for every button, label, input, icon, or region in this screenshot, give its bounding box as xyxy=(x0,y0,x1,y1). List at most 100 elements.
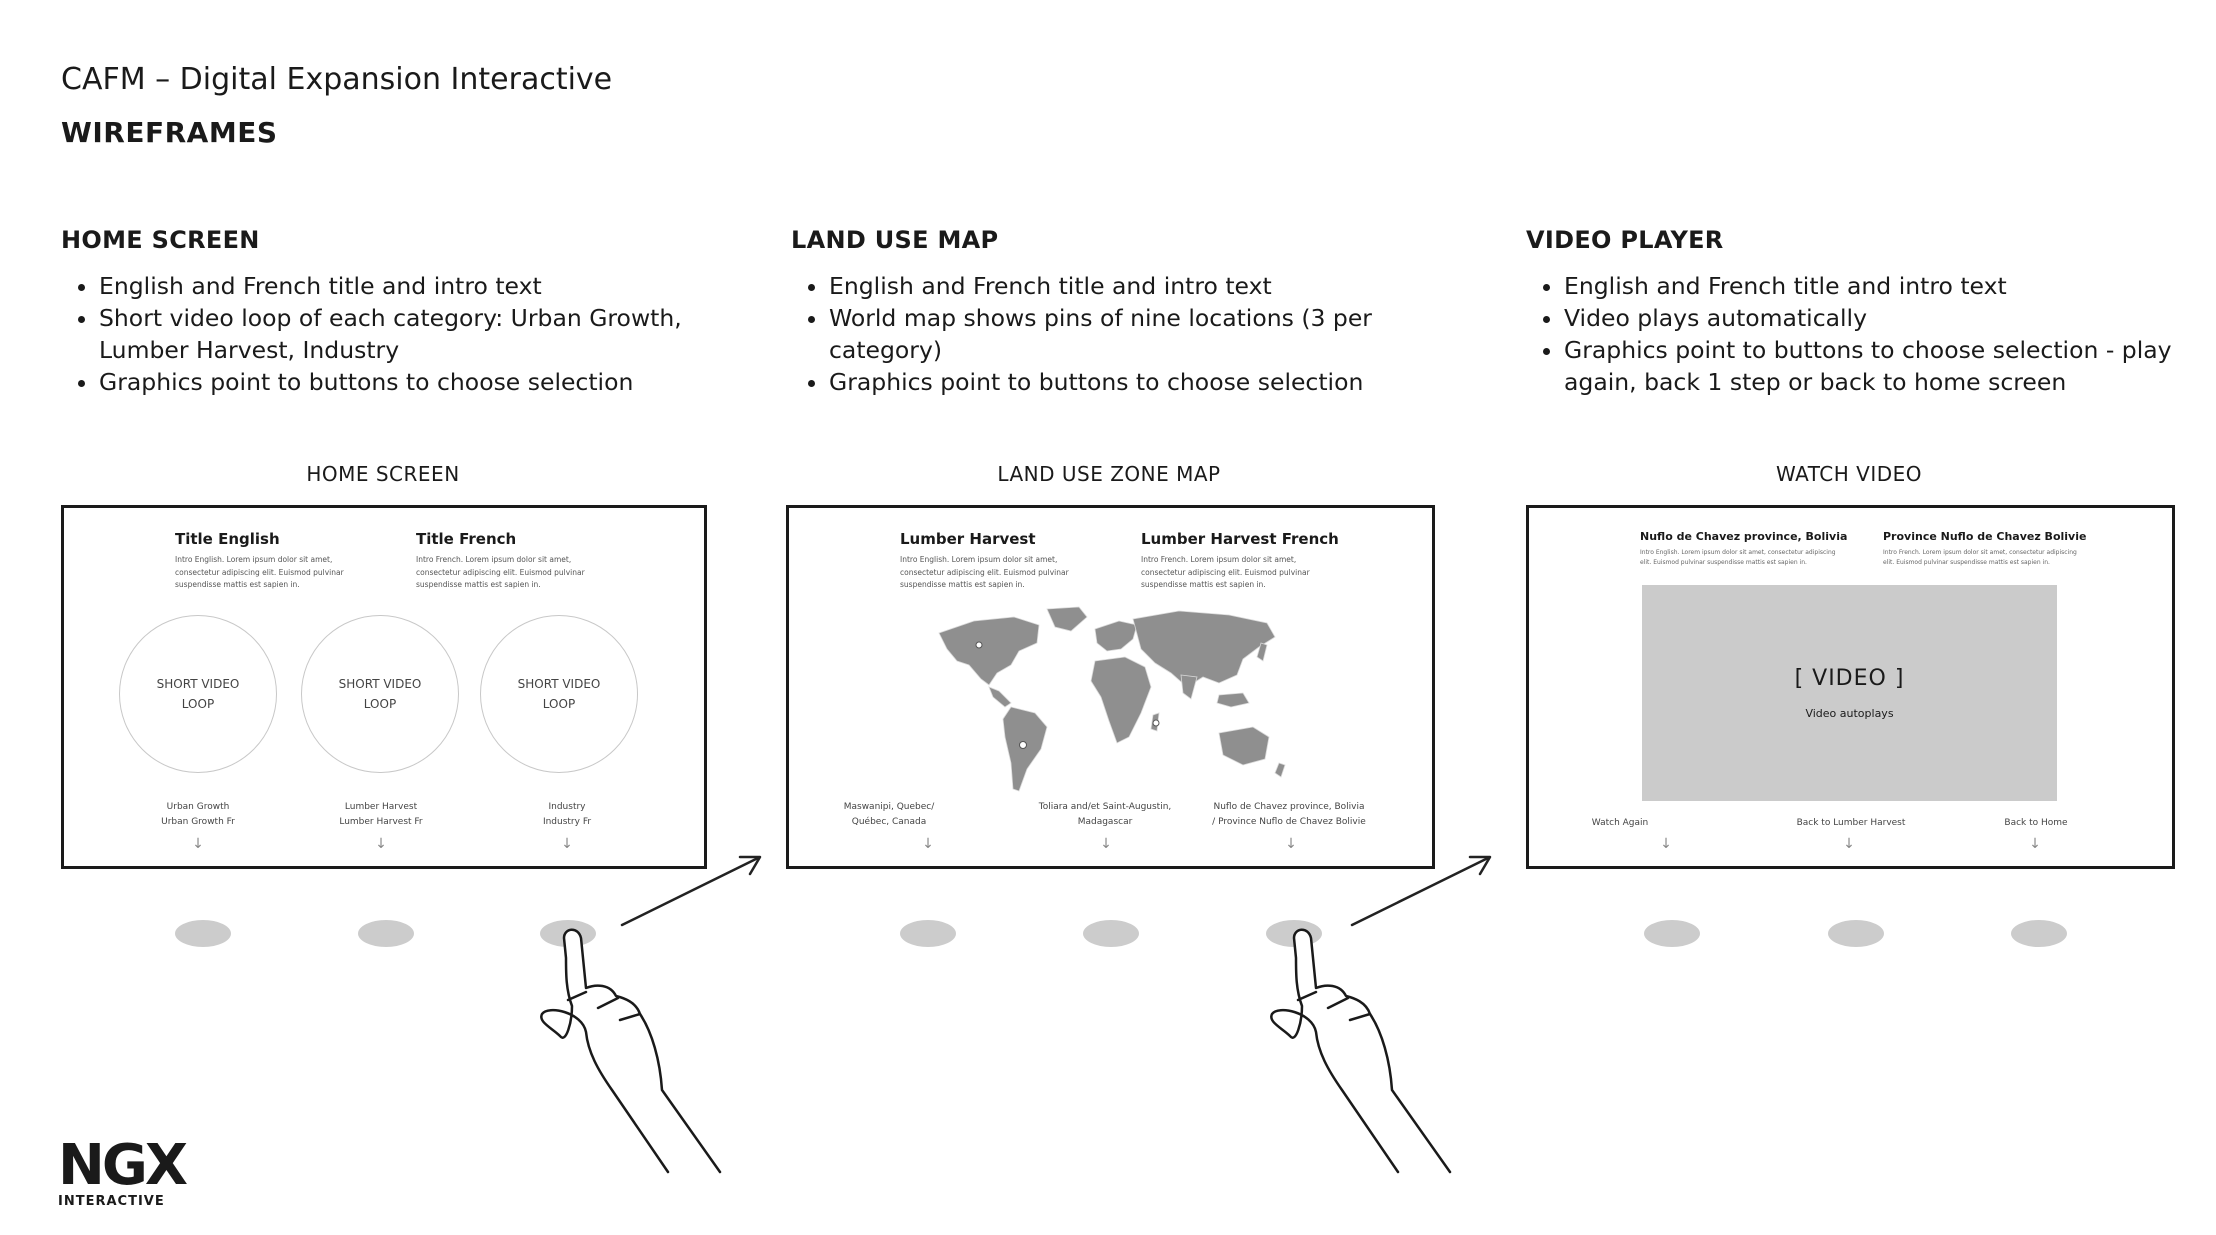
bullet-list: English and French title and intro text … xyxy=(61,270,741,398)
video-intro-english: Intro English. Lorem ipsum dolor sit ame… xyxy=(1640,549,1836,566)
video-player[interactable]: [ VIDEO ] Video autoplays xyxy=(1642,585,2057,801)
down-arrow-icon: ↓ xyxy=(375,836,387,852)
down-arrow-icon: ↓ xyxy=(561,836,573,852)
down-arrow-icon: ↓ xyxy=(1285,836,1297,852)
bullet-item: Graphics point to buttons to choose sele… xyxy=(1564,334,2174,398)
bullet-list: English and French title and intro text … xyxy=(1526,270,2206,398)
video-loop-lumber-harvest[interactable]: SHORT VIDEO LOOP xyxy=(301,615,459,773)
map-pin-icon xyxy=(1019,741,1027,749)
bullet-list: English and French title and intro text … xyxy=(791,270,1471,398)
video-button-caption-back-home: Back to Home xyxy=(2004,818,2068,828)
document-title: CAFM – Digital Expansion Interactive xyxy=(61,62,613,97)
arrowhead-icon xyxy=(738,855,762,876)
video-title-english: Nuflo de Chavez province, Bolivia xyxy=(1640,530,1848,543)
pointing-hand-icon xyxy=(1270,928,1452,1174)
caption-line: / Province Nuflo de Chavez Bolivie xyxy=(1212,817,1366,827)
world-map-icon xyxy=(938,606,1286,792)
logo-subtitle: INTERACTIVE xyxy=(58,1194,165,1209)
caption-line: Madagascar xyxy=(1077,817,1133,827)
caption-line: Maswanipi, Quebec/ xyxy=(843,802,935,812)
document-subtitle: WIREFRAMES xyxy=(61,116,278,149)
bullet-item: Graphics point to buttons to choose sele… xyxy=(829,366,1471,398)
caption-line: Industry Fr xyxy=(542,817,592,827)
map-title-english: Lumber Harvest xyxy=(900,530,1036,548)
bullet-item: English and French title and intro text xyxy=(99,270,741,302)
arrowhead-icon xyxy=(1468,855,1492,876)
down-arrow-icon: ↓ xyxy=(1660,836,1672,852)
caption-line: Nuflo de Chavez province, Bolivia xyxy=(1213,802,1365,812)
flow-arrow-icon xyxy=(1350,856,1490,927)
video-placeholder-subtitle: Video autoplays xyxy=(1805,707,1894,720)
column-heading: VIDEO PLAYER xyxy=(1526,226,1724,254)
column-land-use-map: LAND USE MAP English and French title an… xyxy=(791,226,1471,398)
screen-label-video: WATCH VIDEO xyxy=(1775,462,1923,486)
physical-button[interactable] xyxy=(175,920,231,947)
down-arrow-icon: ↓ xyxy=(192,836,204,852)
home-button-caption-industry: Industry Industry Fr xyxy=(467,800,667,830)
caption-line: Lumber Harvest Fr xyxy=(339,817,423,827)
bullet-item: English and French title and intro text xyxy=(829,270,1471,302)
map-intro-french: Intro French. Lorem ipsum dolor sit amet… xyxy=(1141,555,1310,589)
column-home-screen: HOME SCREEN English and French title and… xyxy=(61,226,741,398)
map-button-caption-madagascar: Toliara and/et Saint-Augustin, Madagasca… xyxy=(1005,800,1205,830)
column-heading: HOME SCREEN xyxy=(61,226,260,254)
video-loop-industry[interactable]: SHORT VIDEO LOOP xyxy=(480,615,638,773)
home-button-caption-lumber: Lumber Harvest Lumber Harvest Fr xyxy=(281,800,481,830)
down-arrow-icon: ↓ xyxy=(922,836,934,852)
physical-button[interactable] xyxy=(2011,920,2067,947)
map-pin-icon xyxy=(1152,719,1160,727)
physical-button[interactable] xyxy=(1828,920,1884,947)
video-screen-frame: Nuflo de Chavez province, Bolivia Provin… xyxy=(1526,505,2175,869)
screen-label-map: LAND USE ZONE MAP xyxy=(997,462,1221,486)
down-arrow-icon: ↓ xyxy=(2029,836,2041,852)
down-arrow-icon: ↓ xyxy=(1100,836,1112,852)
video-loop-urban-growth[interactable]: SHORT VIDEO LOOP xyxy=(119,615,277,773)
bullet-item: Short video loop of each category: Urban… xyxy=(99,302,699,366)
map-title-french: Lumber Harvest French xyxy=(1141,530,1339,548)
caption-line: Urban Growth Fr xyxy=(161,817,235,827)
loop-label: SHORT VIDEO xyxy=(517,677,601,691)
caption-line: Québec, Canada xyxy=(851,817,927,827)
loop-label: SHORT VIDEO xyxy=(338,677,422,691)
map-screen-frame: Lumber Harvest Lumber Harvest French Int… xyxy=(786,505,1435,869)
map-button-caption-quebec: Maswanipi, Quebec/ Québec, Canada xyxy=(789,800,989,830)
home-button-caption-urban: Urban Growth Urban Growth Fr xyxy=(98,800,298,830)
video-intro-french: Intro French. Lorem ipsum dolor sit amet… xyxy=(1883,549,2077,566)
ngx-logo: NGX INTERACTIVE xyxy=(58,1133,188,1210)
video-title-french: Province Nuflo de Chavez Bolivie xyxy=(1883,530,2087,543)
home-intro-french: Intro French. Lorem ipsum dolor sit amet… xyxy=(416,555,585,589)
column-heading: LAND USE MAP xyxy=(791,226,999,254)
column-video-player: VIDEO PLAYER English and French title an… xyxy=(1526,226,2206,398)
video-placeholder-title: [ VIDEO ] xyxy=(1794,666,1905,691)
location-pins xyxy=(975,641,1160,749)
loop-label: SHORT VIDEO xyxy=(156,677,240,691)
map-button-caption-bolivia: Nuflo de Chavez province, Bolivia / Prov… xyxy=(1189,800,1389,830)
bullet-item: Graphics point to buttons to choose sele… xyxy=(99,366,741,398)
map-intro-english: Intro English. Lorem ipsum dolor sit ame… xyxy=(900,555,1069,589)
video-button-caption-back-lumber: Back to Lumber Harvest xyxy=(1796,818,1906,828)
loop-label: LOOP xyxy=(181,697,215,711)
loop-label: LOOP xyxy=(542,697,576,711)
caption-line: Lumber Harvest xyxy=(344,802,418,812)
loop-label: LOOP xyxy=(363,697,397,711)
video-button-caption-watch-again: Watch Again xyxy=(1591,818,1649,828)
bullet-item: Video plays automatically xyxy=(1564,302,2206,334)
down-arrow-icon: ↓ xyxy=(1843,836,1855,852)
logo-wordmark: NGX xyxy=(58,1133,188,1198)
home-title-english: Title English xyxy=(175,530,280,548)
caption-line: Industry xyxy=(548,802,586,812)
physical-button[interactable] xyxy=(358,920,414,947)
home-intro-english: Intro English. Lorem ipsum dolor sit ame… xyxy=(175,555,344,589)
bullet-item: English and French title and intro text xyxy=(1564,270,2206,302)
flow-arrow-icon xyxy=(620,856,760,927)
caption-line: Urban Growth xyxy=(166,802,230,812)
caption-line: Toliara and/et Saint-Augustin, xyxy=(1038,802,1172,812)
physical-button[interactable] xyxy=(1083,920,1139,947)
screen-label-home: HOME SCREEN xyxy=(306,462,460,486)
map-pin-icon xyxy=(975,641,983,649)
bullet-item: World map shows pins of nine locations (… xyxy=(829,302,1389,366)
physical-button[interactable] xyxy=(900,920,956,947)
physical-button[interactable] xyxy=(1644,920,1700,947)
home-screen-frame: Title English Title French Intro English… xyxy=(61,505,707,869)
